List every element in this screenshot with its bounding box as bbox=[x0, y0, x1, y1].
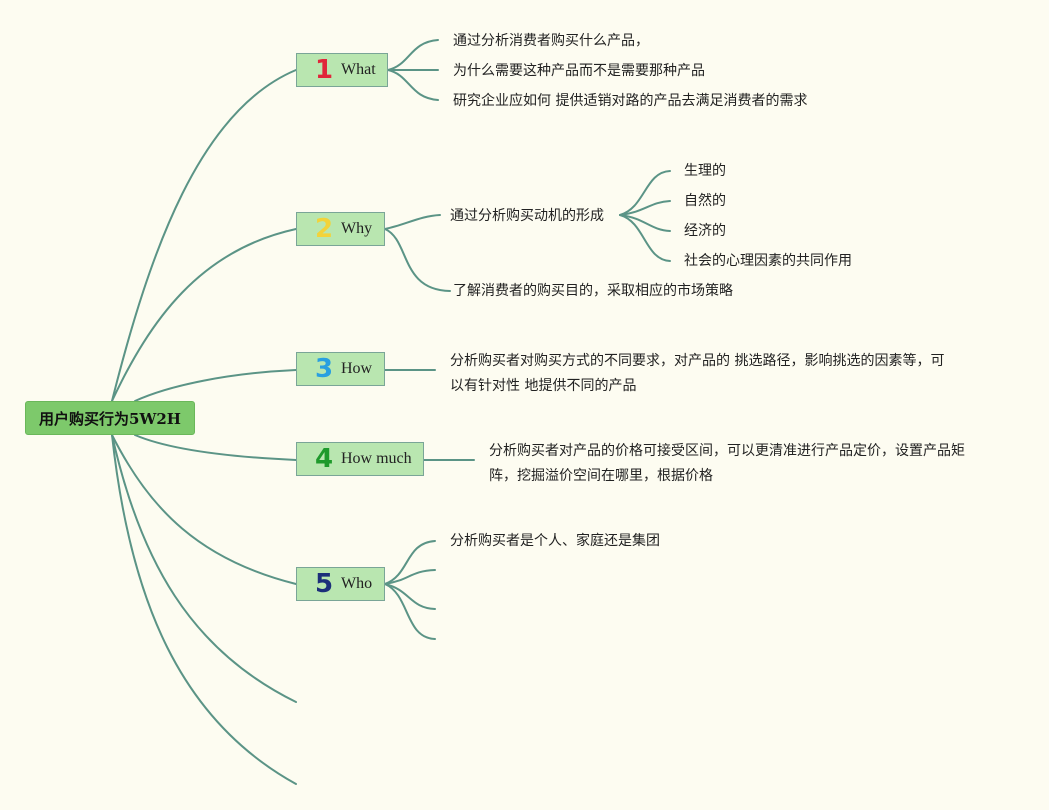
root-node[interactable]: 用户购买行为5W2H bbox=[25, 401, 195, 435]
branch-how-much-label: How much bbox=[341, 450, 412, 467]
connector-root-empty-1 bbox=[111, 434, 297, 703]
what-leaf-1: 通过分析消费者购买什么产品， bbox=[453, 33, 649, 49]
connector-why-sub-3 bbox=[619, 214, 671, 232]
connector-what-leaf-3 bbox=[387, 69, 439, 101]
why-sub-leaf-2: 自然的 bbox=[684, 193, 726, 209]
how-much-leaf-1: 分析购买者对产品的价格可接受区间，可以更清准进行产品定价，设置产品矩阵，挖掘溢价… bbox=[489, 443, 965, 484]
connector-why-leaf-2 bbox=[384, 228, 451, 292]
what-leaf-2: 为什么需要这种产品而不是需要那种产品 bbox=[453, 63, 705, 79]
who-leaf-1: 分析购买者是个人、家庭还是集团 bbox=[450, 533, 660, 549]
why-leaf-1: 通过分析购买动机的形成 bbox=[450, 208, 604, 224]
why-leaf-2: 了解消费者的购买目的，采取相应的市场策略 bbox=[453, 283, 733, 299]
branch-why-label: Why bbox=[341, 220, 373, 237]
how-leaf-1: 分析购买者对购买方式的不同要求，对产品的 挑选路径，影响挑选的因素等，可以有针对… bbox=[450, 353, 945, 394]
branch-how-label: How bbox=[341, 360, 373, 377]
connector-root-why bbox=[111, 228, 297, 402]
connector-who-leaf-1 bbox=[384, 540, 436, 585]
connector-who-leaf-3 bbox=[384, 583, 436, 610]
connector-root-howmuch bbox=[134, 434, 297, 461]
connector-who-leaf-4 bbox=[384, 583, 436, 640]
what-leaf-3: 研究企业应如何 提供适销对路的产品去满足消费者的需求 bbox=[453, 93, 808, 109]
connector-who-leaf-2 bbox=[384, 569, 436, 585]
connector-root-what bbox=[111, 69, 297, 402]
branch-how[interactable]: 3 How bbox=[296, 352, 385, 386]
branch-who[interactable]: 5 Who bbox=[296, 567, 385, 601]
why-sub-leaf-1: 生理的 bbox=[684, 163, 726, 179]
connector-why-sub-4 bbox=[619, 214, 671, 262]
connector-why-sub-2 bbox=[619, 200, 671, 216]
branch-what-label: What bbox=[341, 61, 376, 78]
number-1-icon: 1 bbox=[314, 55, 334, 85]
number-4-icon: 4 bbox=[314, 444, 334, 474]
connector-why-leaf-1 bbox=[384, 214, 441, 230]
number-3-icon: 3 bbox=[314, 354, 334, 384]
why-sub-leaf-4: 社会的心理因素的共同作用 bbox=[684, 253, 852, 269]
number-5-icon: 5 bbox=[314, 569, 334, 599]
branch-why[interactable]: 2 Why bbox=[296, 212, 385, 246]
root-label: 用户购买行为5W2H bbox=[39, 409, 181, 428]
number-2-icon: 2 bbox=[314, 214, 334, 244]
connector-root-how bbox=[134, 369, 297, 402]
connector-what-leaf-1 bbox=[387, 39, 439, 71]
connector-why-sub-1 bbox=[619, 170, 671, 216]
branch-who-label: Who bbox=[341, 575, 373, 592]
connector-root-who bbox=[111, 434, 297, 585]
branch-how-much[interactable]: 4 How much bbox=[296, 442, 424, 476]
why-sub-leaf-3: 经济的 bbox=[684, 223, 726, 239]
branch-what[interactable]: 1 What bbox=[296, 53, 388, 87]
connector-root-empty-2 bbox=[111, 434, 297, 785]
